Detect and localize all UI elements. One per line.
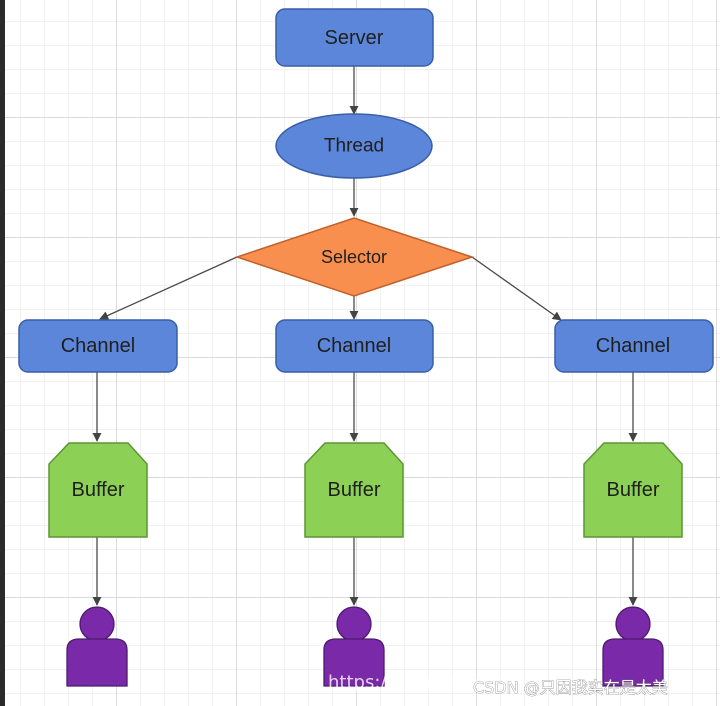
buffer-label: Buffer: [607, 479, 660, 501]
selector-node: Selector: [234, 217, 475, 297]
channel-label: Channel: [61, 335, 136, 357]
arrow-selector-to-channel-right: [471, 256, 562, 321]
channel-node-left: Channel: [18, 319, 178, 373]
buffer-node-right: Buffer: [583, 442, 683, 538]
thread-node: Thread: [275, 113, 433, 179]
selector-label: Selector: [321, 247, 387, 267]
user-icon-right: [602, 606, 664, 687]
user-icon-middle: [323, 606, 385, 687]
server-label: Server: [325, 27, 384, 49]
watermark-credit: CSDN @只因我实在是太美: [473, 678, 668, 697]
channel-label: Channel: [596, 335, 671, 357]
thread-label: Thread: [324, 136, 384, 157]
channel-label: Channel: [317, 335, 392, 357]
channel-node-right: Channel: [554, 319, 714, 373]
watermark-url: https://blog.csdn.net: [328, 672, 514, 693]
left-edge-strip: [0, 0, 5, 706]
channel-node-middle: Channel: [275, 319, 434, 373]
buffer-label: Buffer: [72, 479, 125, 501]
buffer-label: Buffer: [328, 479, 381, 501]
arrow-selector-to-channel-left: [99, 256, 238, 320]
buffer-node-middle: Buffer: [304, 442, 404, 538]
connectors: [92, 66, 638, 606]
user-icon-left: [66, 606, 128, 687]
server-node: Server: [275, 8, 434, 67]
buffer-node-left: Buffer: [48, 442, 148, 538]
